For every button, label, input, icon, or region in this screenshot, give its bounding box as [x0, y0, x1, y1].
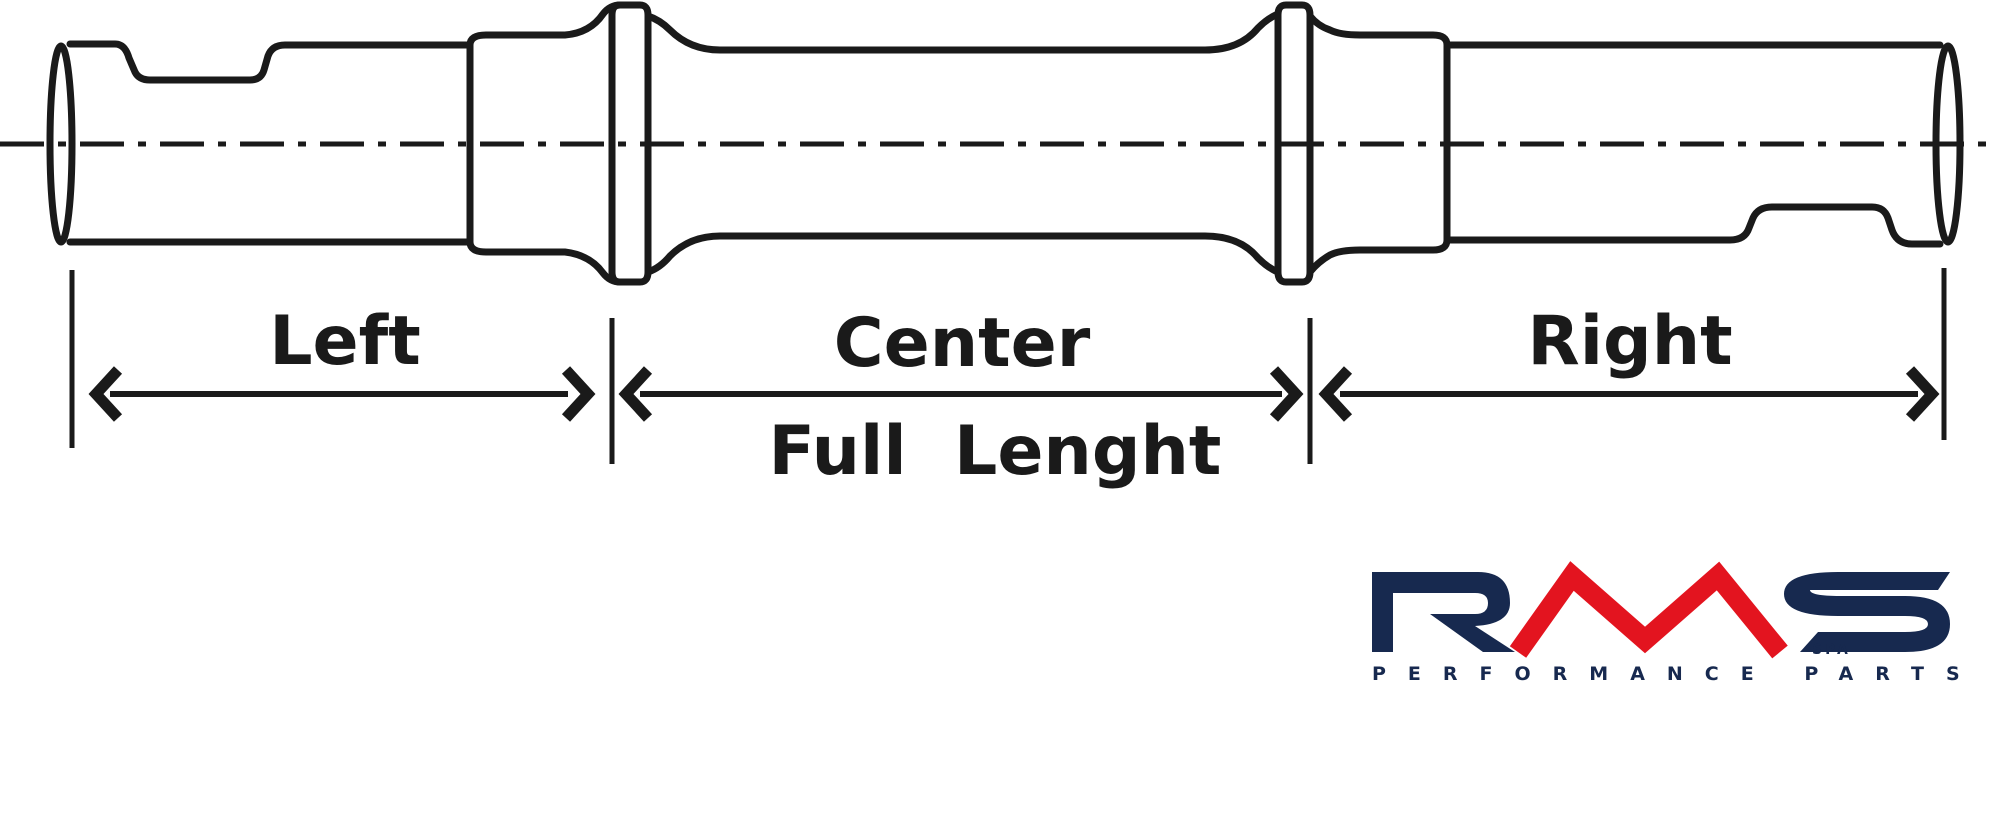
- dimension-arrow-right: [1318, 366, 1940, 422]
- dimension-arrow-center: [618, 366, 1304, 422]
- rms-logo: SPA PERFORMANCE PARTS: [1372, 561, 1982, 685]
- right-collar: [1274, 1, 1314, 286]
- right-journal-outline: [1443, 41, 1944, 248]
- right-step-ring: [1306, 12, 1451, 276]
- left-end-cap: [46, 42, 76, 246]
- right-end-cap: [1932, 42, 1964, 246]
- logo-letter-r: [1372, 572, 1515, 652]
- left-journal-outline: [66, 40, 474, 246]
- label-left: Left: [269, 302, 421, 381]
- logo-letter-m: [1509, 561, 1788, 659]
- center-body-outline: [644, 10, 1282, 276]
- label-full-length: Full Lenght: [769, 412, 1222, 491]
- label-right: Right: [1527, 302, 1732, 381]
- logo-suffix: SPA: [1812, 642, 1851, 658]
- logo-tagline: PERFORMANCE PARTS: [1372, 663, 1982, 685]
- left-collar: [608, 1, 652, 286]
- dimension-arrow-left: [88, 366, 596, 422]
- logo-letter-s: [1784, 572, 1950, 652]
- label-center: Center: [834, 304, 1091, 383]
